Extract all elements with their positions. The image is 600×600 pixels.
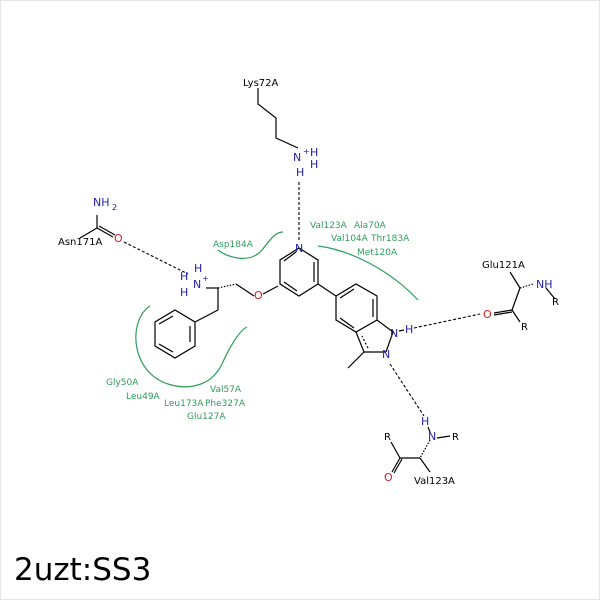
arc-gly50-glu127 (135, 305, 248, 388)
val123-r2: R (384, 432, 391, 443)
hbond-asn171 (123, 241, 189, 275)
hyd-val57: Val57A (210, 385, 242, 395)
val123-o: O (384, 471, 393, 484)
glu121-r1: R (552, 297, 559, 308)
hyd-glu127: Glu127A (187, 412, 226, 422)
lys-nh3-n: N (293, 151, 301, 164)
lig-nh3-n: N (193, 278, 201, 291)
hyd-leu173: Leu173A (164, 399, 204, 409)
lys-nh3-h3: H (296, 166, 304, 179)
hbond-val123 (389, 363, 425, 417)
lig-ether-o: O (254, 289, 263, 302)
hyd-ala70: Ala70A (354, 221, 387, 231)
lys-nh3-h2: H (310, 158, 318, 171)
hyd-met120: Met120A (357, 248, 398, 258)
lig-nh3-h2: H (180, 270, 188, 283)
lig-nh3-h3: H (180, 286, 188, 299)
ligand-id-label: 2uzt:SS3 (14, 552, 152, 588)
hyd-leu49: Leu49A (126, 392, 161, 402)
glu121-nh: NH (536, 278, 553, 291)
lig-nh3-plus: + (202, 274, 209, 283)
pyridine-n: N (295, 242, 303, 255)
pyridine-ring (279, 247, 337, 297)
val123-h: H (421, 415, 429, 428)
val123-backbone (390, 426, 451, 474)
arc-val123-met120 (317, 245, 419, 301)
residue-asn171: Asn171A (58, 237, 102, 248)
residue-val123: Val123A (414, 476, 455, 487)
hyd-thr183: Thr183A (370, 234, 410, 244)
residue-glu121: Glu121A (482, 260, 525, 271)
lys72-sidechain (257, 88, 299, 149)
indazole-n1: N (390, 327, 398, 340)
hyd-val123: Val123A (310, 221, 348, 231)
ligand-chain (154, 283, 255, 359)
val123-n: N (428, 430, 436, 443)
asn-nh2-sub: 2 (112, 203, 117, 212)
hydrophobic-labels: Asp184A Val123A Ala70A Val104A Thr183A M… (106, 221, 410, 422)
lys-nh3-plus: + (303, 147, 310, 156)
n1-h-bond (398, 329, 405, 332)
indazole-ring (335, 283, 394, 369)
asn-o: O (114, 232, 123, 245)
arc-asp184 (217, 231, 284, 259)
hbond-glu121 (413, 313, 481, 329)
val123-r1: R (452, 432, 459, 443)
hyd-val104: Val104A (331, 234, 369, 244)
hyd-asp184: Asp184A (213, 240, 254, 250)
residue-lys72: Lys72A (243, 78, 279, 89)
hydrophobic-arcs (135, 231, 419, 388)
indazole-n2: N (382, 348, 390, 361)
hyd-gly50: Gly50A (106, 378, 139, 388)
glu121-o: O (483, 308, 492, 321)
lys-nh3-h1: H (310, 146, 318, 159)
glu121-r2: R (521, 322, 528, 333)
indazole-n1-h: H (405, 323, 413, 336)
ether-bond (262, 285, 279, 295)
asn171-residue (79, 215, 116, 239)
hyd-phe327: Phe327A (205, 399, 246, 409)
glu121-backbone (493, 271, 556, 323)
asn-nh2-n: NH (93, 196, 110, 209)
lig-nh3-h1: H (194, 262, 202, 275)
